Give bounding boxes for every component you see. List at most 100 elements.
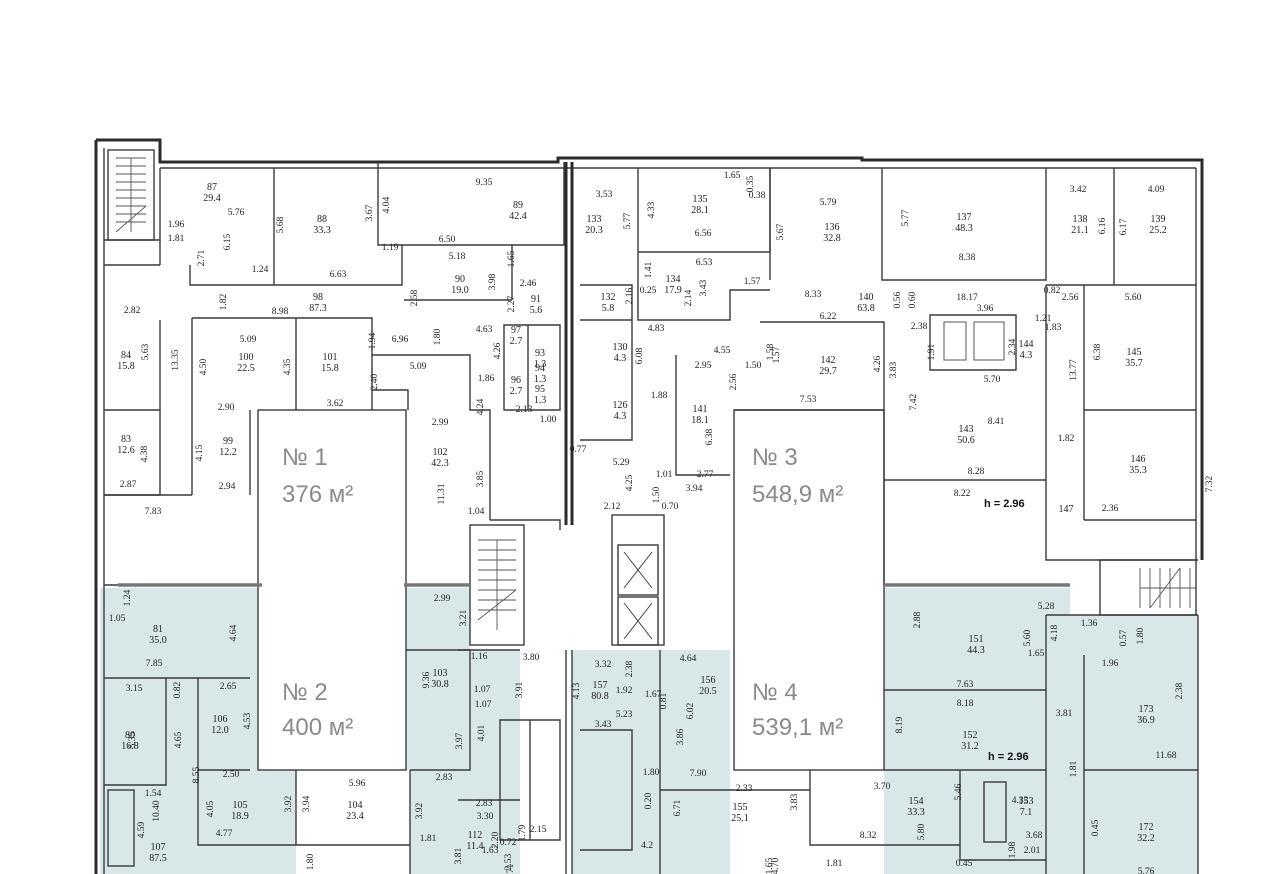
room-area: 4.3 (1020, 350, 1033, 361)
dimension-label: 0.20 (644, 792, 654, 809)
room-area: 7.1 (1020, 807, 1033, 818)
dimension-label: 3.92 (415, 802, 425, 819)
room-area: 25.1 (731, 813, 749, 824)
room-number: 94 (535, 363, 545, 374)
dimension-label: 1.96 (168, 220, 185, 230)
room-area: 12.2 (219, 447, 237, 458)
dimension-label: 2.14 (684, 289, 694, 306)
dimension-label: 8.38 (959, 253, 976, 263)
dimension-label: 8.18 (957, 699, 974, 709)
dimension-label: 2.94 (219, 482, 236, 492)
room-area: 5.8 (602, 303, 615, 314)
room-number: 134 (666, 274, 681, 285)
dimension-label: 3.53 (596, 190, 613, 200)
dimension-label: 3.32 (595, 660, 612, 670)
dimension-label: 5.77 (901, 209, 911, 226)
room-area: 1.3 (534, 359, 547, 370)
room-area: 19.0 (451, 285, 469, 296)
dimension-label: 5.79 (820, 198, 837, 208)
room-area: 21.1 (1071, 225, 1089, 236)
dimension-label: 2.95 (695, 361, 712, 371)
dimension-label: 4.83 (648, 324, 665, 334)
dimension-label: 2.38 (911, 322, 928, 332)
room-number: 99 (223, 436, 233, 447)
dimension-label: 6.63 (330, 270, 347, 280)
room-number: 103 (433, 668, 448, 679)
room-number: 126 (613, 400, 628, 411)
room-number: 156 (701, 675, 716, 686)
room-number: 141 (693, 404, 708, 415)
room-number: 96 (511, 375, 521, 386)
room-number: 154 (909, 796, 924, 807)
dimension-label: 4.26 (873, 355, 883, 372)
dimension-label: 4.24 (476, 398, 486, 415)
room-number: 136 (825, 222, 840, 233)
dimension-label: 2.99 (432, 418, 449, 428)
room-number: 106 (213, 714, 228, 725)
dimension-label: 1.81 (1069, 760, 1079, 777)
shaded-zone-center (572, 650, 730, 874)
dimension-label: 3.30 (477, 812, 494, 822)
dimension-label: 0.70 (662, 502, 679, 512)
dimension-label: 3.83 (790, 793, 800, 810)
dimension-label: 1.54 (145, 789, 162, 799)
dimension-label: 4.33 (647, 201, 657, 218)
room-number: 101 (323, 352, 338, 363)
unit-title: № 1 (282, 444, 328, 471)
dimension-label: 2.56 (1062, 293, 1079, 303)
dimension-label: 0.57 (1119, 629, 1129, 646)
room-number: 90 (455, 274, 465, 285)
room-number: 142 (821, 355, 836, 366)
dimension-label: 13.35 (171, 349, 181, 371)
unit-area: 548,9 м² (752, 481, 843, 508)
dimension-label: 1.88 (651, 391, 668, 401)
dimension-label: 2.15 (530, 825, 547, 835)
unit-title: № 3 (752, 444, 798, 471)
dimension-label: 1.65 (724, 171, 741, 181)
dimension-label: 1.24 (252, 265, 269, 275)
dimension-label: 6.22 (820, 312, 837, 322)
dimension-label: 18.17 (956, 293, 978, 303)
dimension-label: 0.82 (1044, 286, 1061, 296)
dimension-label: 1.82 (219, 293, 229, 310)
dimension-label: 8.41 (988, 417, 1005, 427)
dimension-label: 1.58 (766, 343, 776, 360)
dimension-label: 1.83 (1045, 323, 1062, 333)
dimension-label: 4.38 (140, 445, 150, 462)
room-area: 29.4 (203, 193, 221, 204)
room-number: 143 (959, 424, 974, 435)
dimension-label: 8.28 (968, 467, 985, 477)
dimension-label: 3.85 (476, 470, 486, 487)
room-area: 5.6 (530, 305, 543, 316)
room-number: 173 (1139, 704, 1154, 715)
room-area: 35.7 (1125, 358, 1143, 369)
dimension-label: 2.13 (516, 405, 533, 415)
dimension-label: 3.81 (454, 847, 464, 864)
unit-outlines (257, 409, 885, 771)
dimension-label: 9.36 (422, 671, 432, 688)
dimension-label: 1.16 (471, 652, 488, 662)
dimension-label: 5.60 (1023, 629, 1033, 646)
dimension-label: 5.70 (984, 375, 1001, 385)
room-area: 25.2 (1149, 225, 1167, 236)
dimension-label: 6.15 (223, 233, 233, 250)
shaded-zone-east (884, 588, 1198, 874)
dimension-label: 1.79 (518, 824, 528, 841)
unit-3-4-block (733, 409, 885, 771)
dimension-label: 1.71 (506, 863, 516, 874)
room-area: 28.1 (691, 205, 709, 216)
dimension-label: 2.38 (625, 660, 635, 677)
room-area: 23.4 (346, 811, 364, 822)
dimension-label: 1.01 (656, 470, 673, 480)
dimension-label: 0.35 (746, 175, 756, 192)
walls-northeast (637, 168, 1198, 585)
room-area: 12.6 (117, 445, 135, 456)
room-number: 104 (348, 800, 363, 811)
dimension-label: 5.09 (410, 362, 427, 372)
dimension-label: 6.08 (635, 347, 645, 364)
ceiling-height: h = 2.96 (988, 751, 1029, 763)
dimension-label: 6.56 (695, 229, 712, 239)
room-area: 80.8 (591, 691, 609, 702)
dimension-label: 0.72 (500, 838, 517, 848)
dimension-label: 2.12 (604, 502, 621, 512)
